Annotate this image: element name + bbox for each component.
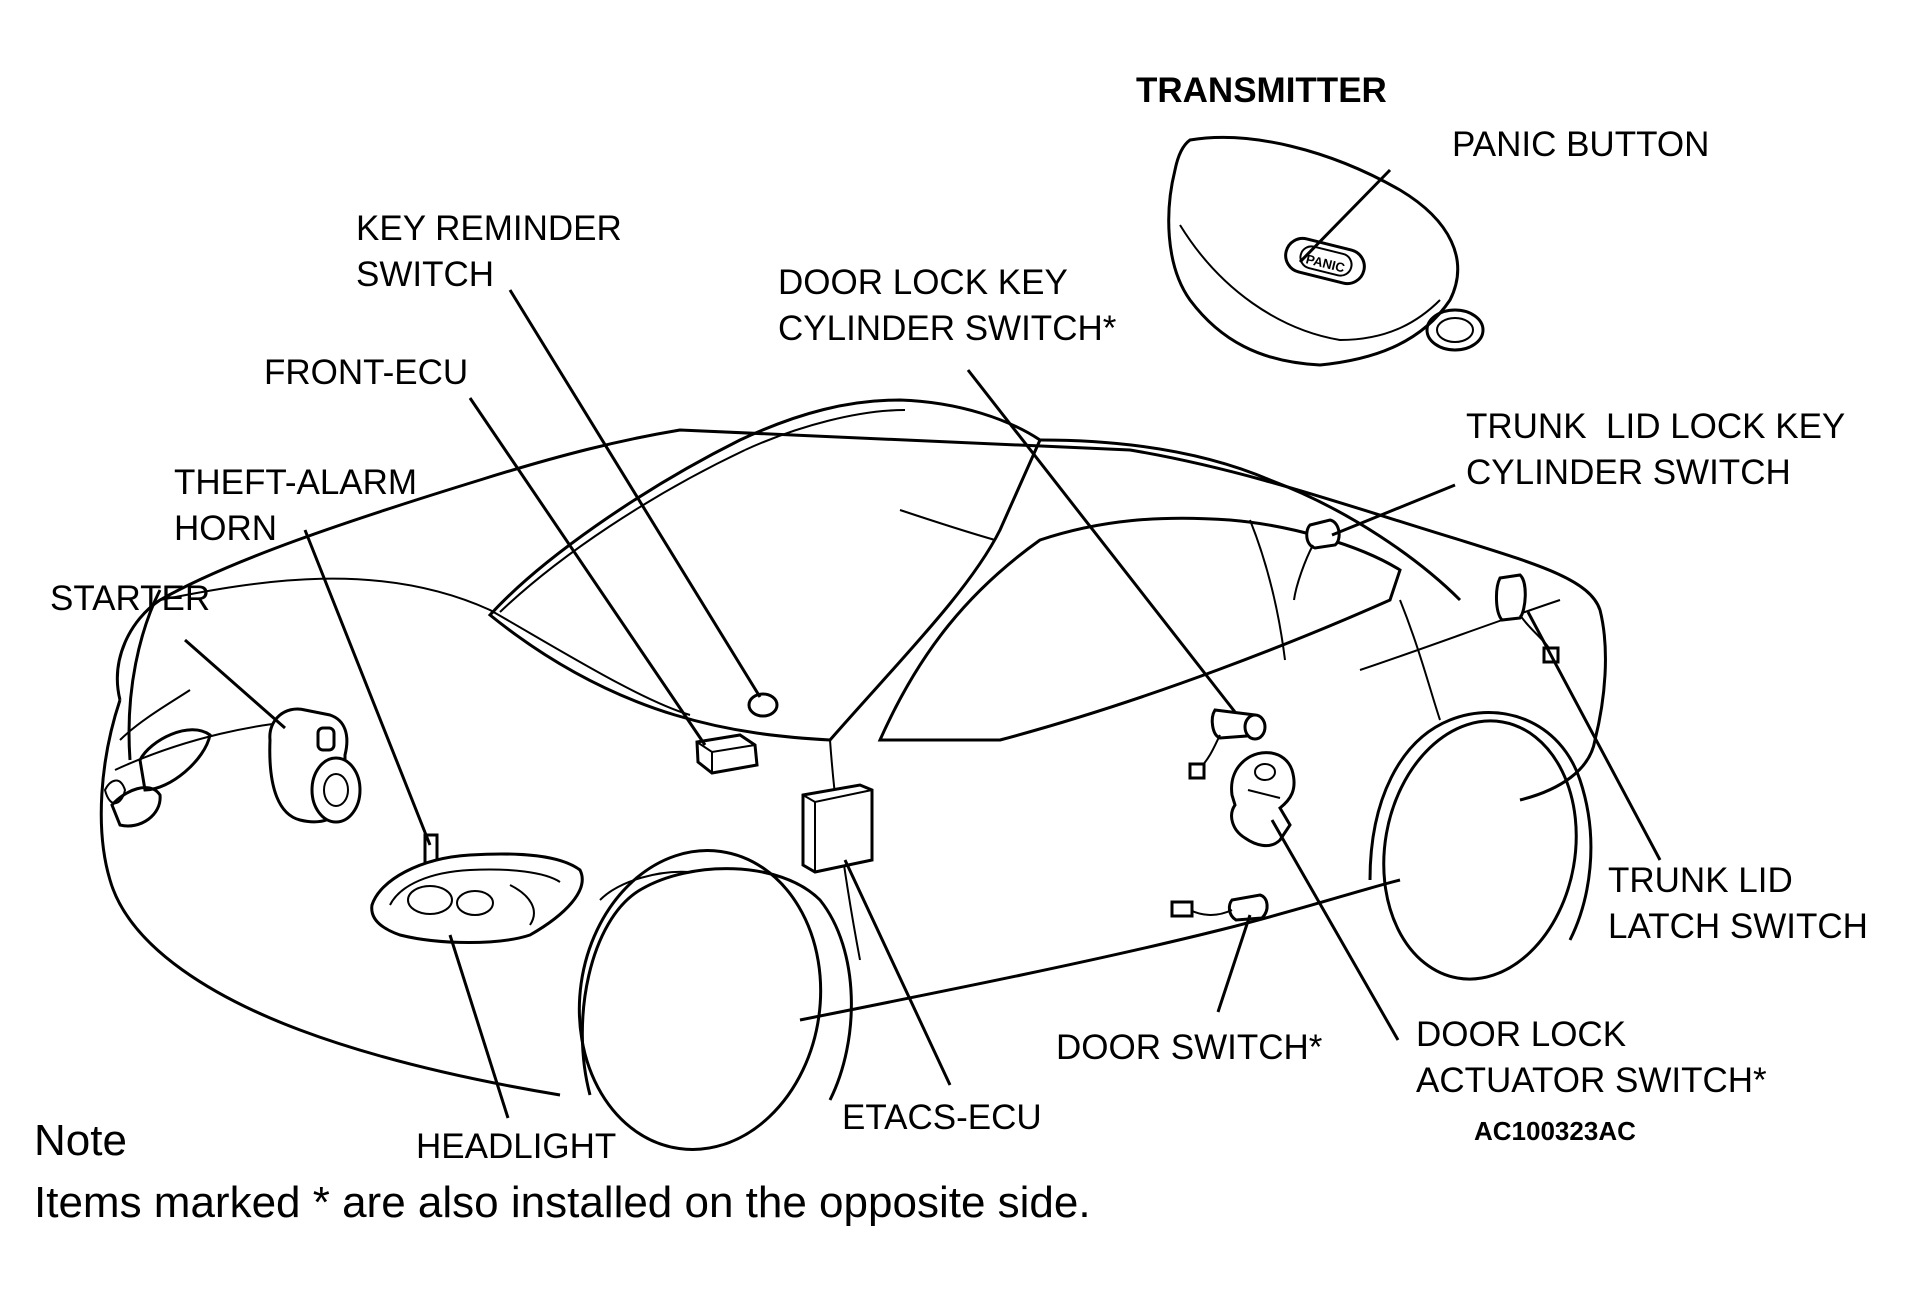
front-ecu-label: FRONT-ECU bbox=[264, 353, 469, 392]
door-lock-key-cylinder-switch-label-line1: DOOR LOCK KEY bbox=[778, 263, 1068, 302]
door-lock-actuator-component bbox=[1230, 751, 1296, 848]
figure-code: AC100323AC bbox=[1474, 1116, 1636, 1146]
front-ecu-component bbox=[695, 733, 759, 775]
headlight-component bbox=[370, 852, 584, 944]
key-reminder-switch-label-line2: SWITCH bbox=[356, 255, 495, 294]
starter-label: STARTER bbox=[50, 579, 211, 618]
leader-lines bbox=[184, 168, 1662, 1119]
door-lock-key-cylinder-switch-component bbox=[1188, 708, 1267, 780]
trunk-lid-latch-switch-label-line1: TRUNK LID bbox=[1608, 861, 1793, 900]
trunk-lid-lock-key-cylinder-switch-component bbox=[1293, 518, 1341, 601]
starter-component bbox=[268, 707, 362, 824]
key-reminder-switch-label: KEY REMINDER SWITCH bbox=[356, 206, 622, 298]
trunk-lid-lock-key-cylinder-switch-label: TRUNK LID LOCK KEY CYLINDER SWITCH bbox=[1466, 404, 1845, 496]
trunk-lid-lock-key-cylinder-switch-label-line1: TRUNK LID LOCK KEY bbox=[1466, 407, 1846, 446]
door-lock-actuator-switch-label-line1: DOOR LOCK bbox=[1416, 1015, 1627, 1054]
theft-alarm-horn-label-line2: HORN bbox=[174, 509, 278, 548]
headlight-label: HEADLIGHT bbox=[416, 1127, 617, 1166]
door-lock-actuator-switch-label-line2: ACTUATOR SWITCH* bbox=[1416, 1061, 1767, 1100]
door-switch-label: DOOR SWITCH* bbox=[1056, 1028, 1323, 1067]
door-switch-component bbox=[1170, 893, 1269, 922]
theft-alarm-horn-label-line1: THEFT-ALARM bbox=[174, 463, 418, 502]
etacs-ecu-component bbox=[801, 783, 874, 874]
theft-alarm-horn-label: THEFT-ALARM HORN bbox=[174, 460, 417, 552]
note-text: Items marked * are also installed on the… bbox=[34, 1178, 1091, 1227]
trunk-lid-latch-switch-label-line2: LATCH SWITCH bbox=[1608, 907, 1868, 946]
note-title: Note bbox=[34, 1116, 127, 1165]
door-lock-key-cylinder-switch-label-line2: CYLINDER SWITCH* bbox=[778, 309, 1117, 348]
transmitter-title: TRANSMITTER bbox=[1136, 71, 1387, 110]
transmitter-fob: PANIC bbox=[1167, 136, 1485, 367]
panic-button-label: PANIC BUTTON bbox=[1452, 125, 1710, 164]
door-lock-actuator-switch-label: DOOR LOCK ACTUATOR SWITCH* bbox=[1416, 1012, 1767, 1104]
trunk-lid-lock-key-cylinder-switch-label-line2: CYLINDER SWITCH bbox=[1466, 453, 1791, 492]
etacs-ecu-label: ETACS-ECU bbox=[842, 1098, 1042, 1137]
trunk-lid-latch-switch-label: TRUNK LID LATCH SWITCH bbox=[1608, 858, 1868, 950]
key-reminder-switch-component bbox=[747, 692, 779, 718]
door-lock-key-cylinder-switch-label: DOOR LOCK KEY CYLINDER SWITCH* bbox=[778, 260, 1116, 352]
key-reminder-switch-label-line1: KEY REMINDER bbox=[356, 209, 622, 248]
